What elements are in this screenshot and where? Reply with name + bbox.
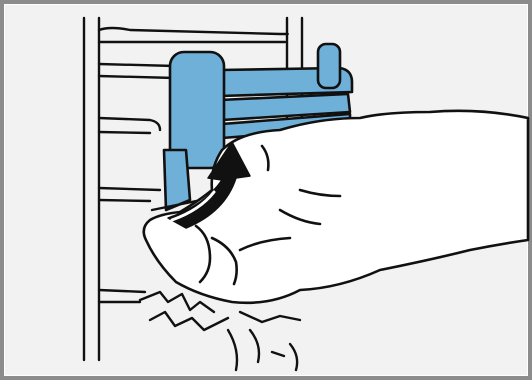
bracket-back-post	[318, 44, 340, 88]
bracket-foot	[164, 150, 190, 210]
guide-4b	[99, 200, 150, 201]
guide-3b	[99, 132, 150, 133]
